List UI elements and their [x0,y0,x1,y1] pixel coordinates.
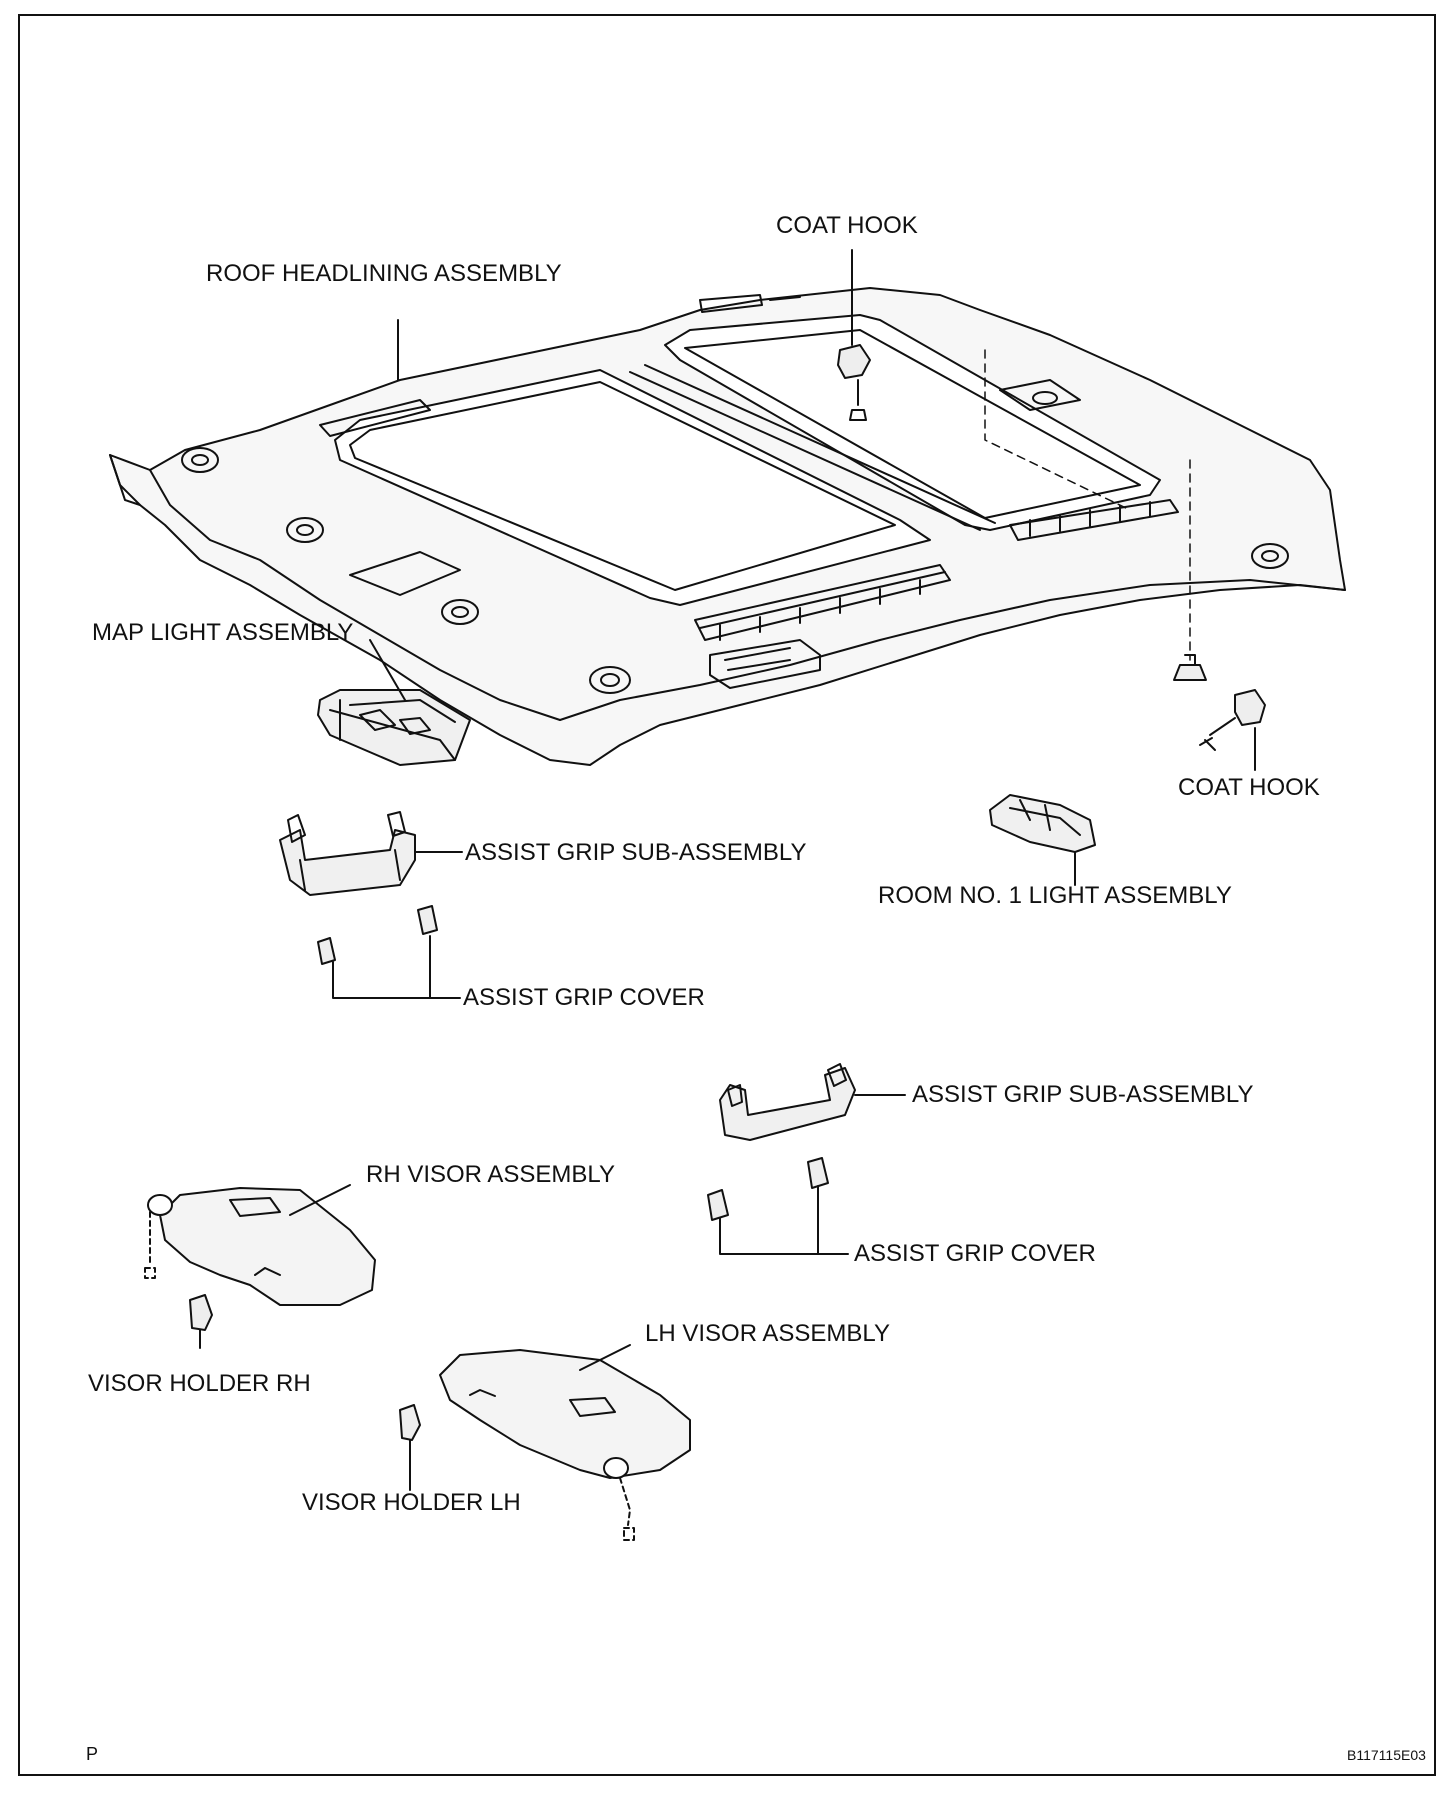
label-roof-headlining: ROOF HEADLINING ASSEMBLY [206,260,562,287]
coat-hook-top-drawing [837,249,871,421]
roof-headlining-drawing [109,287,1346,766]
figure-code: B117115E03 [1347,1747,1426,1763]
clip-drawing [1173,654,1207,681]
label-map-light: MAP LIGHT ASSEMBLY [92,619,354,646]
label-assist-grip-cover-1: ASSIST GRIP COVER [463,984,705,1011]
assist-grip-cover-2-drawing [707,1157,849,1255]
label-assist-grip-sub-1: ASSIST GRIP SUB-ASSEMBLY [465,839,807,866]
clip-dashed-lines [984,349,1191,661]
diagram-frame [18,14,1436,1776]
label-visor-holder-rh: VISOR HOLDER RH [88,1370,311,1397]
label-lh-visor: LH VISOR ASSEMBLY [645,1320,890,1347]
assist-grip-cover-1-drawing [317,905,461,999]
map-light-drawing [317,639,471,766]
coat-hook-right-drawing [1199,689,1266,771]
label-rh-visor: RH VISOR ASSEMBLY [366,1161,615,1188]
assist-grip-2-drawing [719,1063,906,1141]
footer-left-mark: P [86,1744,99,1764]
visor-holder-lh-drawing [399,1404,421,1491]
label-coat-hook-top: COAT HOOK [776,212,918,239]
label-visor-holder-lh: VISOR HOLDER LH [302,1489,521,1516]
label-coat-hook-right: COAT HOOK [1178,774,1320,801]
label-room-light: ROOM NO. 1 LIGHT ASSEMBLY [878,882,1232,909]
room-light-drawing [989,794,1096,886]
label-assist-grip-sub-2: ASSIST GRIP SUB-ASSEMBLY [912,1081,1254,1108]
lh-visor-drawing [439,1344,691,1541]
rh-visor-drawing [144,1184,376,1306]
assist-grip-1-drawing [279,811,463,896]
label-assist-grip-cover-2: ASSIST GRIP COVER [854,1240,1096,1267]
visor-holder-rh-drawing [189,1294,213,1349]
